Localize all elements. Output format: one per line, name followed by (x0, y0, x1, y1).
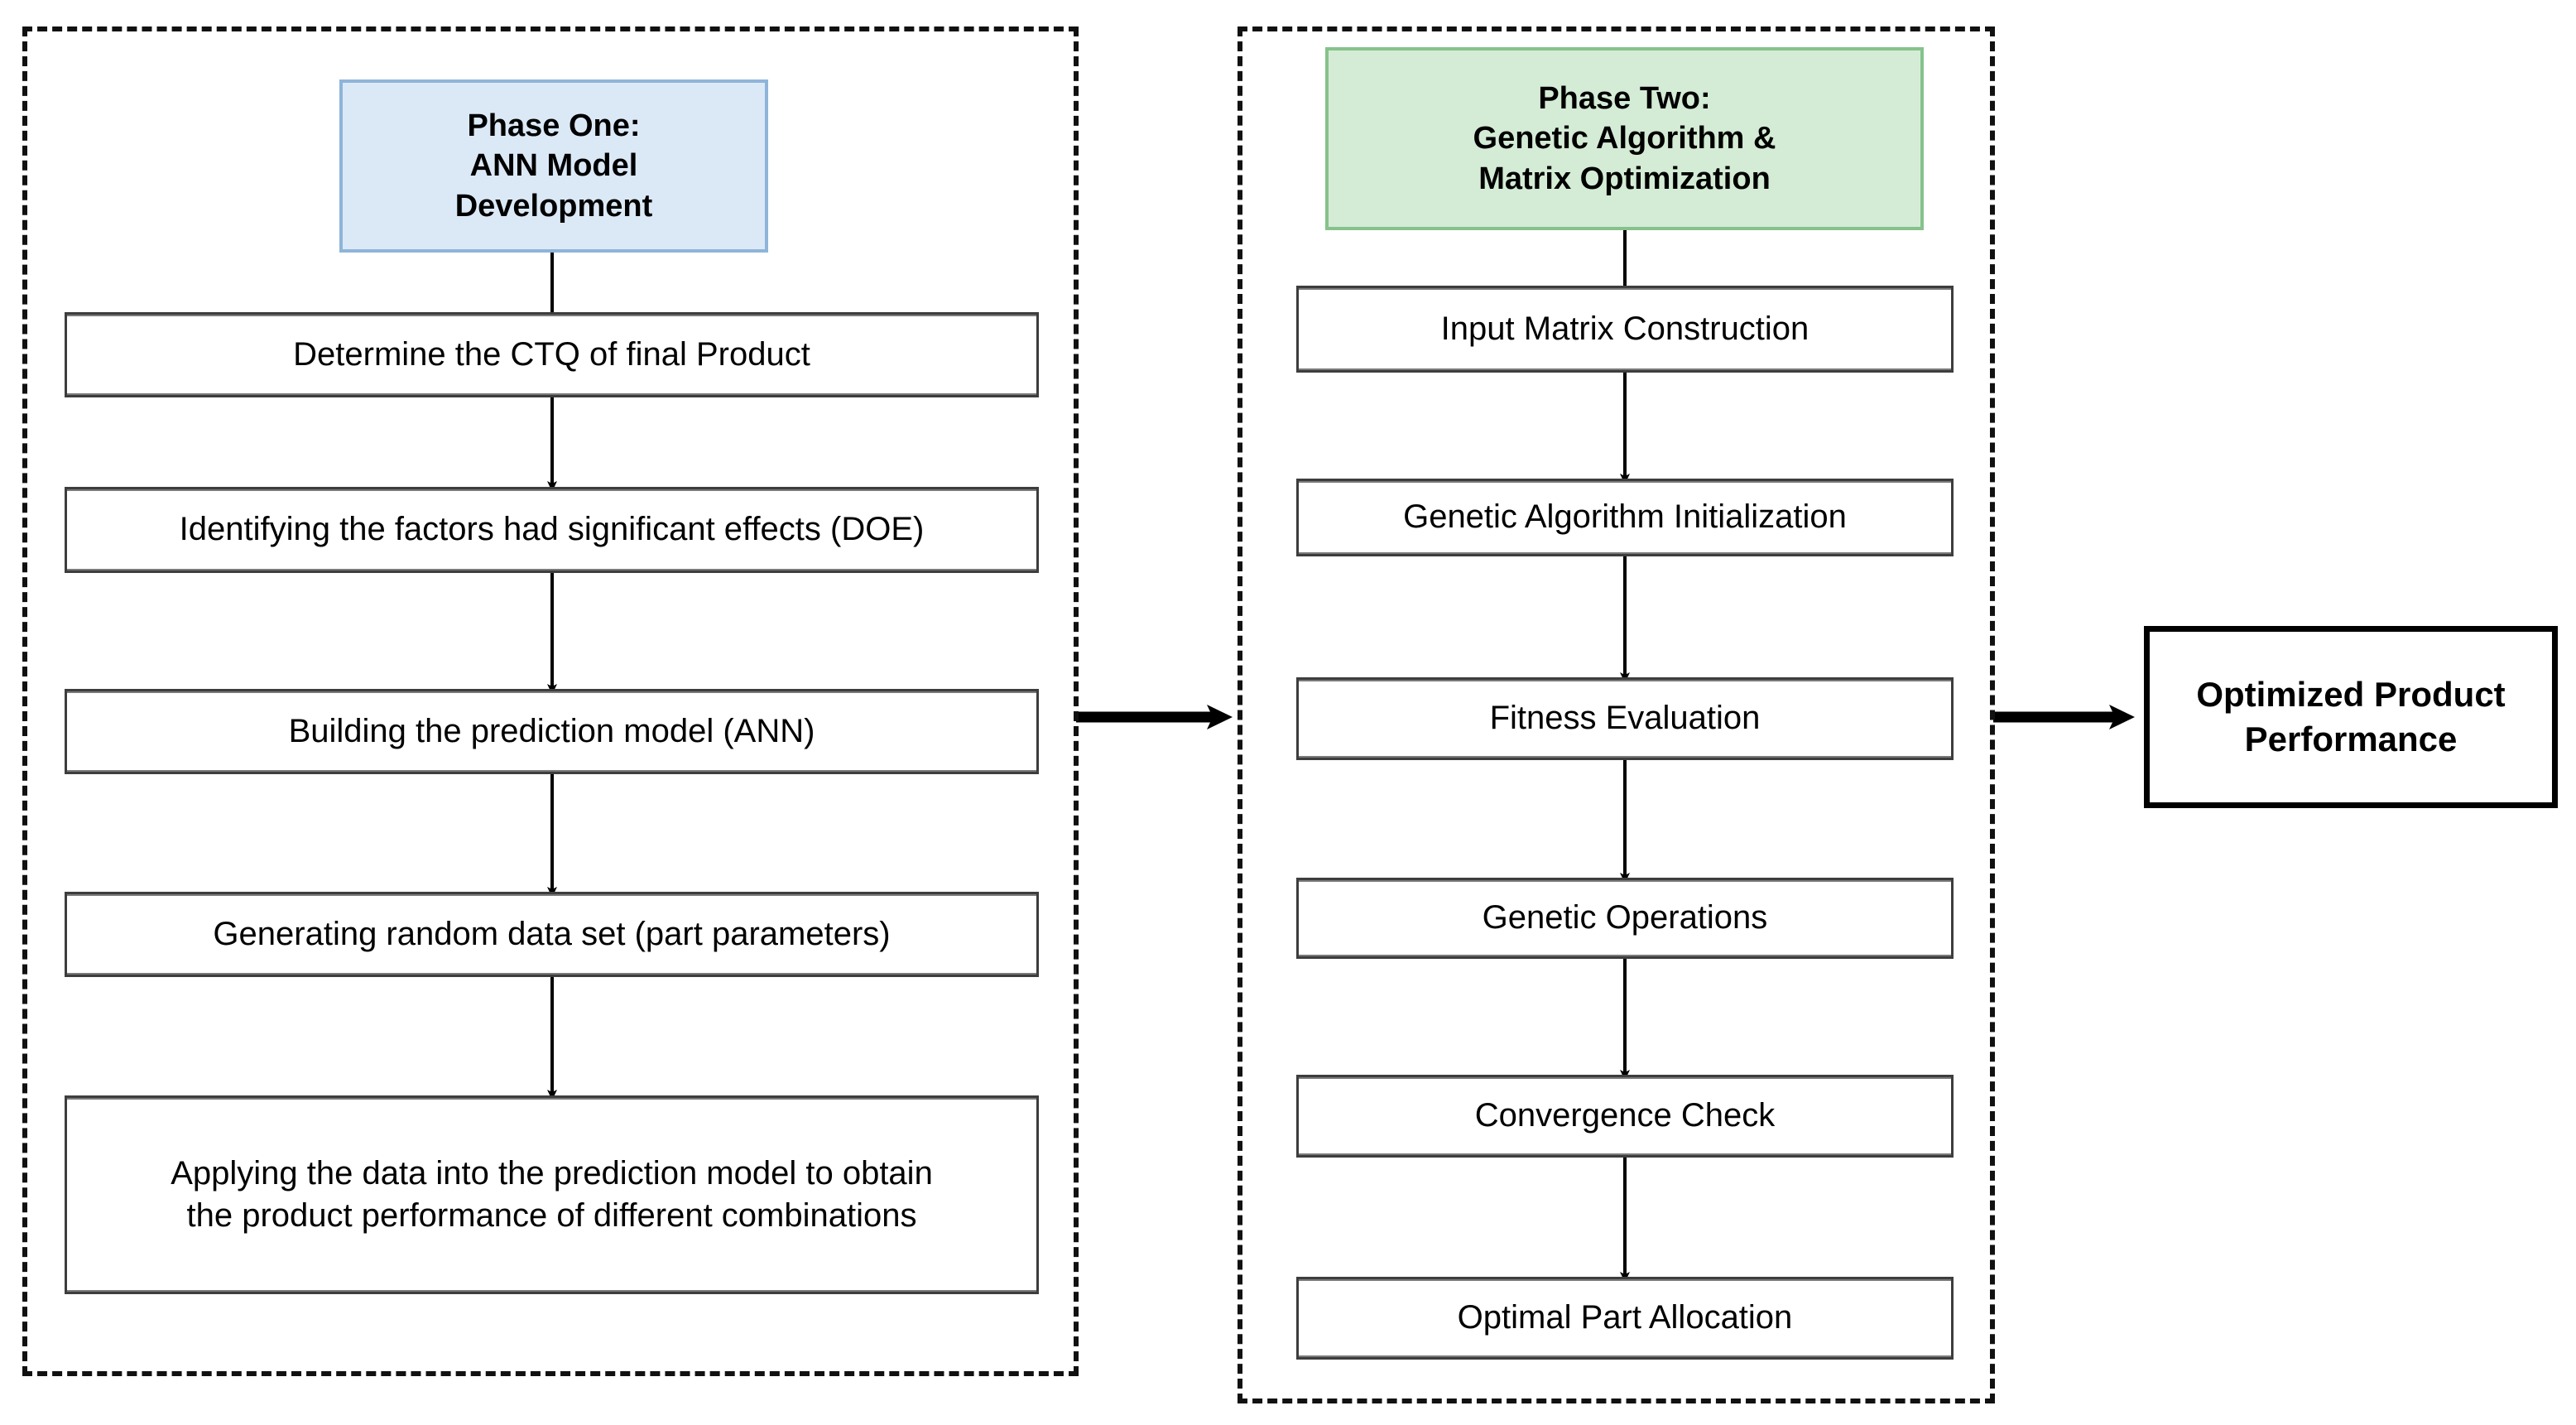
step-input-matrix-construction-label: Input Matrix Construction (1440, 310, 1809, 347)
step-genetic-operations[interactable]: Genetic Operations (1296, 878, 1954, 959)
step-convergence-check-label: Convergence Check (1474, 1097, 1776, 1134)
step-apply-data-to-model-line2: the product performance of different com… (186, 1197, 917, 1234)
step-ga-initialization-label: Genetic Algorithm Initialization (1403, 498, 1847, 536)
step-identify-factors[interactable]: Identifying the factors had significant … (65, 487, 1039, 573)
phase-two-container (1238, 26, 1995, 1403)
phase-one-header: Phase One: ANN Model Development (339, 79, 768, 253)
step-genetic-operations-label: Genetic Operations (1482, 899, 1768, 936)
phase-one-container (22, 26, 1079, 1376)
step-optimal-part-allocation[interactable]: Optimal Part Allocation (1296, 1277, 1954, 1360)
output-line1: Optimized Product (2196, 675, 2506, 715)
step-apply-data-to-model[interactable]: Applying the data into the prediction mo… (65, 1095, 1039, 1294)
output-optimized-product-performance[interactable]: Optimized Product Performance (2144, 626, 2558, 808)
phase-two-header-line1: Phase Two: (1538, 80, 1711, 116)
step-fitness-evaluation[interactable]: Fitness Evaluation (1296, 677, 1954, 760)
step-identify-factors-label: Identifying the factors had significant … (179, 511, 925, 548)
step-determine-ctq-label: Determine the CTQ of final Product (293, 335, 810, 373)
phase-two-header-line3: Matrix Optimization (1478, 161, 1771, 196)
phase-one-header-line2: ANN Model (469, 148, 638, 184)
step-generate-random-data[interactable]: Generating random data set (part paramet… (65, 892, 1039, 977)
step-generate-random-data-label: Generating random data set (part paramet… (213, 915, 891, 952)
output-line2: Performance (2244, 720, 2458, 758)
step-determine-ctq[interactable]: Determine the CTQ of final Product (65, 312, 1039, 397)
step-build-prediction-model-label: Building the prediction model (ANN) (288, 712, 815, 749)
step-apply-data-to-model-line1: Applying the data into the prediction mo… (171, 1154, 933, 1192)
step-fitness-evaluation-label: Fitness Evaluation (1489, 700, 1761, 737)
step-convergence-check[interactable]: Convergence Check (1296, 1075, 1954, 1158)
step-input-matrix-construction[interactable]: Input Matrix Construction (1296, 286, 1954, 373)
step-optimal-part-allocation-label: Optimal Part Allocation (1457, 1299, 1793, 1336)
phase-two-header-line2: Genetic Algorithm & (1473, 121, 1776, 156)
phase-two-header: Phase Two: Genetic Algorithm & Matrix Op… (1325, 47, 1924, 230)
step-build-prediction-model[interactable]: Building the prediction model (ANN) (65, 689, 1039, 774)
phase-one-header-line3: Development (454, 188, 653, 224)
phase-one-header-line1: Phase One: (467, 108, 641, 143)
step-ga-initialization[interactable]: Genetic Algorithm Initialization (1296, 479, 1954, 556)
